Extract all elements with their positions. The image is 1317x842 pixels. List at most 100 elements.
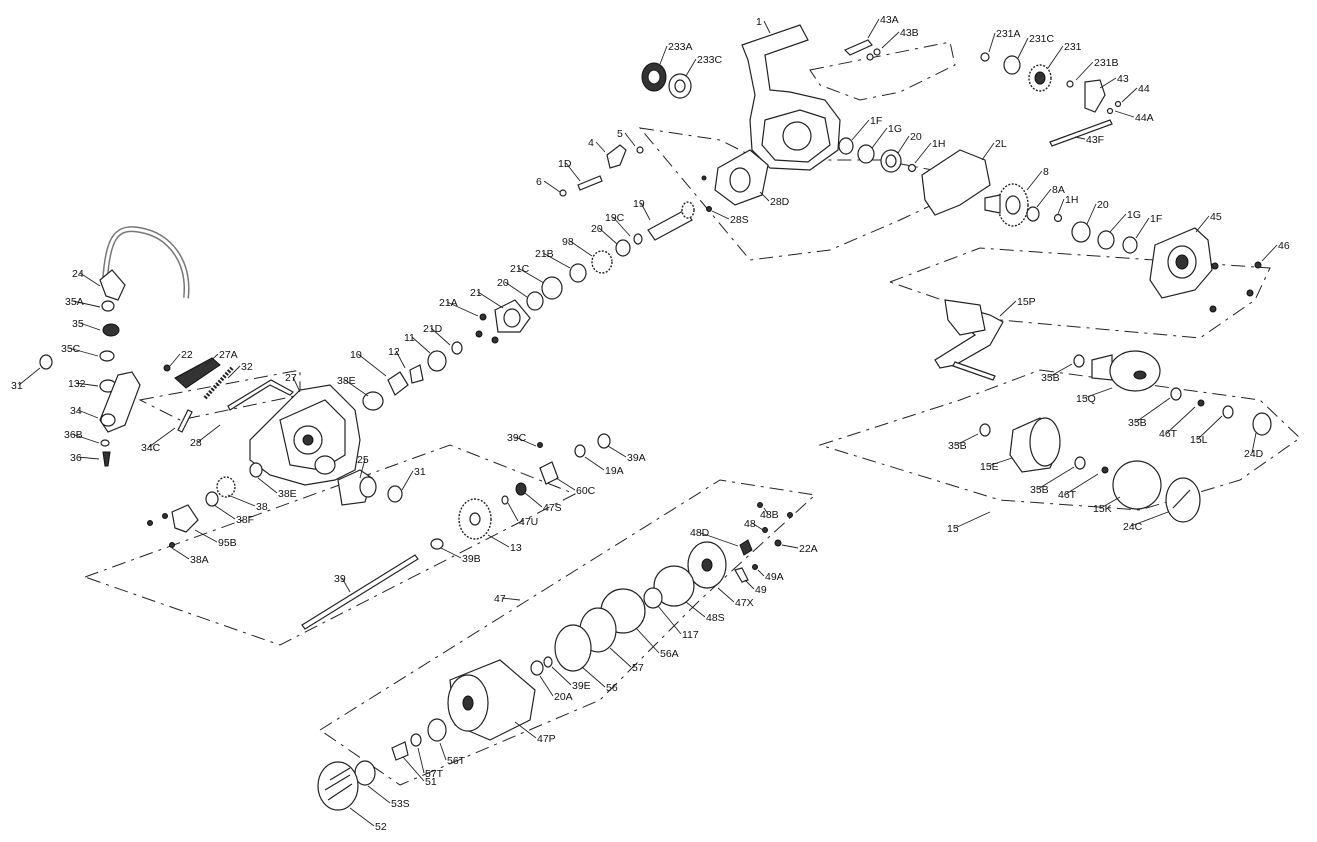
part-47U: [501, 495, 509, 505]
part-47S: [515, 482, 527, 496]
group-outline-handle: [888, 247, 1271, 339]
leader-line: [565, 162, 581, 182]
part-43B: [873, 48, 881, 56]
part-label: 27: [285, 372, 297, 384]
part-52: [317, 761, 359, 811]
part-label: 20: [910, 131, 922, 143]
part-35B-a: [1073, 354, 1085, 368]
part-label: 11: [404, 332, 415, 344]
part-label: 49: [755, 584, 767, 596]
part-47X-core: [701, 558, 713, 572]
leader-lines: [18, 18, 1278, 827]
part-38A-c: [169, 542, 175, 548]
part-label: 56: [606, 682, 618, 694]
part-24C-slot: [1172, 489, 1191, 509]
leader-line: [757, 569, 765, 577]
leader-line: [1251, 432, 1257, 454]
part-38A-b: [162, 513, 168, 519]
part-39: [301, 554, 419, 630]
part-label: 60C: [576, 485, 596, 497]
part-label: 36: [70, 452, 82, 464]
part-21A-b: [475, 330, 483, 338]
leader-line: [430, 327, 451, 346]
part-43: [1084, 79, 1106, 113]
part-15L: [1222, 405, 1234, 419]
part-label: 8A: [1052, 184, 1065, 196]
part-231B: [1066, 80, 1074, 88]
part-1G-right: [1097, 230, 1115, 250]
part-19: [647, 209, 693, 241]
leader-line: [1037, 466, 1075, 490]
part-31-right: [387, 485, 403, 503]
part-label: 49A: [765, 571, 784, 583]
leader-line: [640, 202, 651, 221]
part-35A: [101, 300, 115, 312]
part-15P-shaft: [952, 361, 996, 381]
part-label: 231C: [1029, 33, 1055, 45]
reel-body-gear-opening: [782, 121, 812, 151]
part-46T-a: [1197, 399, 1205, 407]
part-label: 19: [633, 198, 645, 210]
leader-line: [75, 382, 99, 387]
part-label: 15P: [1017, 296, 1036, 308]
leader-line: [981, 142, 995, 161]
part-39C: [537, 442, 543, 448]
part-49A: [752, 564, 758, 570]
part-label: 98: [562, 236, 574, 248]
part-1H-upper: [907, 163, 917, 173]
leader-line: [148, 427, 176, 448]
leader-line: [897, 135, 910, 154]
leader-line: [569, 240, 593, 257]
part-25-disk: [359, 476, 377, 498]
leader-line: [402, 756, 425, 782]
part-22A: [774, 539, 782, 547]
part-56: [554, 624, 592, 672]
part-34C: [177, 409, 193, 433]
part-28: [227, 379, 294, 411]
leader-line: [607, 445, 627, 458]
leader-line: [1114, 110, 1135, 118]
leader-line: [659, 45, 668, 65]
leader-line: [685, 601, 706, 618]
group-outline-handle-arm: [83, 444, 577, 646]
leader-line: [514, 436, 537, 447]
leader-line: [581, 666, 606, 688]
part-8A: [1026, 206, 1040, 222]
leader-line: [1075, 61, 1094, 81]
part-13-hub: [469, 512, 481, 526]
leader-line: [759, 191, 770, 202]
leader-line: [1036, 188, 1052, 208]
leader-line: [194, 529, 218, 543]
leader-line: [685, 58, 697, 77]
leader-line: [341, 577, 351, 593]
leader-line: [751, 522, 764, 531]
leader-line: [504, 281, 528, 298]
part-20-mid: [526, 291, 544, 311]
part-4: [606, 144, 627, 169]
part-label: 4: [588, 137, 594, 149]
leader-line: [555, 477, 576, 491]
part-1H-lower: [1053, 213, 1063, 223]
leader-line: [1057, 198, 1065, 215]
leader-line: [524, 492, 543, 508]
leader-line: [1135, 217, 1150, 239]
leader-line: [204, 353, 219, 367]
part-8-shaft: [984, 194, 1001, 214]
part-label: 21A: [439, 297, 458, 309]
group-outline-rotor-top: [809, 41, 956, 101]
part-label: 51: [425, 776, 437, 788]
part-label: 35B: [948, 440, 967, 452]
part-38: [216, 476, 236, 498]
part-label: 47P: [537, 733, 556, 745]
leader-line: [395, 350, 406, 369]
leader-line: [987, 457, 1013, 467]
part-36B: [100, 439, 110, 447]
part-15Q-stem: [1091, 354, 1113, 381]
part-21-bore: [503, 308, 521, 328]
leader-line: [477, 291, 504, 309]
part-label: 46T: [1058, 489, 1077, 501]
part-46-screw-b: [1246, 289, 1254, 297]
part-label: 48: [744, 518, 756, 530]
part-44: [1114, 100, 1122, 108]
